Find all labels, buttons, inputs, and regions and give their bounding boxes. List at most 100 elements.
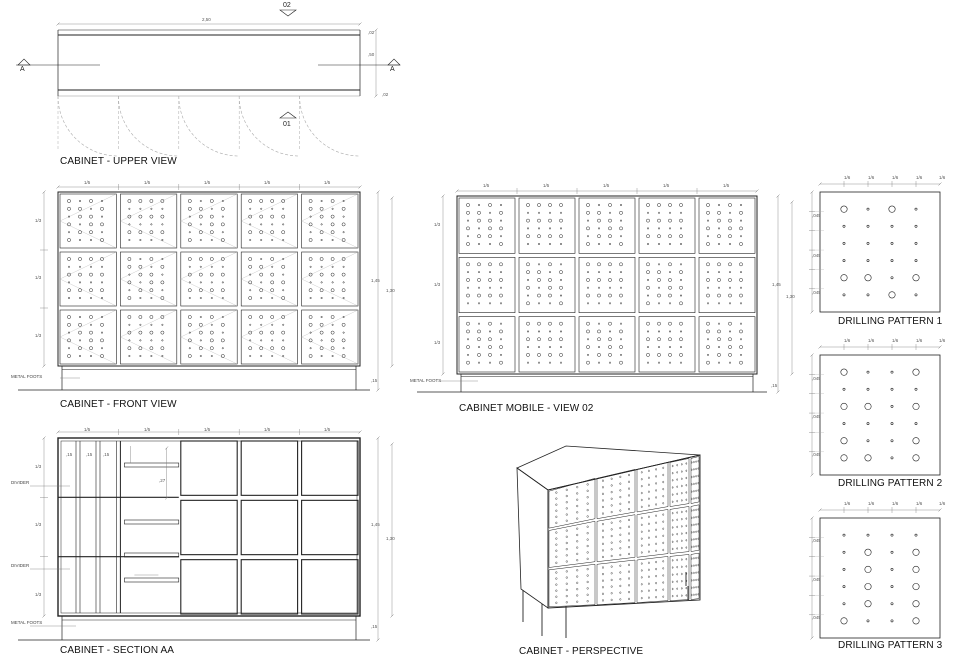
mobile-hole <box>586 226 590 231</box>
front-hole <box>79 223 81 226</box>
door-swing-arc <box>118 95 179 157</box>
mobile-hole <box>526 301 530 306</box>
front-hole <box>209 288 214 293</box>
front-hole <box>149 272 154 277</box>
mobile-hole <box>679 337 683 342</box>
dim-section-body-tick <box>390 614 394 618</box>
front-hole <box>209 257 214 261</box>
mobile-hole <box>620 322 622 325</box>
mobile-hole <box>597 293 601 298</box>
dim-p2-row-3: ,045 <box>812 452 821 457</box>
pattern3-hole <box>842 550 846 554</box>
front-hole <box>79 281 81 284</box>
persp-hole <box>565 541 568 545</box>
mobile-hole <box>499 345 503 349</box>
dim-front-body-tick <box>390 196 394 200</box>
persp-hole <box>619 475 622 479</box>
mobile-hole <box>598 204 600 206</box>
front-hole <box>331 323 334 326</box>
mobile-hole <box>657 278 661 282</box>
pattern1-hole <box>866 224 870 228</box>
mobile-hole <box>598 227 600 230</box>
mobile-hole <box>499 293 503 298</box>
persp-hole <box>610 565 613 568</box>
front-hole <box>209 230 214 235</box>
dim-upper-depth-line-tick <box>374 94 378 98</box>
persp-hole <box>576 486 579 489</box>
persp-hole <box>619 547 622 550</box>
persp-hole <box>628 597 630 601</box>
pattern3-dim-top-tick <box>818 508 822 512</box>
front-hole <box>209 222 214 227</box>
persp-door <box>669 506 690 554</box>
mobile-hole <box>669 346 671 349</box>
front-hole <box>271 355 274 357</box>
persp-hole <box>555 543 558 546</box>
front-hole <box>128 273 131 276</box>
persp-hole <box>619 598 622 601</box>
front-hole <box>260 339 263 342</box>
front-hole <box>220 222 225 227</box>
persp-hole <box>655 535 657 538</box>
mobile-hole <box>609 286 611 289</box>
pattern2-hole <box>840 437 848 445</box>
persp-hole <box>671 486 674 489</box>
front-hole <box>248 280 253 285</box>
mobile-hole <box>559 337 563 342</box>
section-arrow-right <box>387 58 401 66</box>
mobile-hole <box>620 286 622 289</box>
persp-hole <box>610 548 613 551</box>
persp-hole <box>628 577 630 580</box>
front-hole <box>160 199 165 203</box>
persp-hole <box>697 556 699 559</box>
pattern2-hole <box>842 387 846 391</box>
front-hole <box>210 297 213 299</box>
front-hole <box>341 288 346 293</box>
front-door-swing <box>301 336 359 365</box>
front-hole <box>221 316 224 318</box>
pattern3-hole <box>842 533 846 537</box>
persp-hole <box>576 527 579 530</box>
front-hole <box>270 230 275 235</box>
front-hole <box>248 214 253 219</box>
mobile-hole <box>467 271 469 274</box>
pattern3-hole <box>864 548 872 556</box>
front-hole <box>281 280 286 285</box>
persp-hole <box>619 571 622 574</box>
mobile-hole <box>586 360 590 365</box>
front-hole <box>248 296 253 300</box>
front-hole <box>199 200 202 202</box>
section-drawer <box>124 577 180 583</box>
persp-hole <box>662 581 665 584</box>
front-hole <box>221 215 224 218</box>
persp-hole <box>662 588 665 591</box>
pattern3-dim-top-tick <box>938 508 942 512</box>
pattern2-hole <box>890 387 894 391</box>
front-hole <box>78 330 82 335</box>
front-hole <box>271 297 274 299</box>
mobile-hole <box>608 203 612 207</box>
front-hole <box>149 257 154 261</box>
front-door-swing <box>120 278 177 307</box>
persp-hole <box>681 587 683 590</box>
persp-door <box>690 504 700 552</box>
front-hole <box>330 346 335 351</box>
front-hole <box>341 354 346 358</box>
mobile-hole <box>739 210 743 215</box>
mobile-body <box>456 195 758 375</box>
mobile-hole <box>680 278 682 281</box>
pattern2-hole <box>840 402 848 410</box>
persp-hole <box>695 497 697 500</box>
front-hole <box>128 239 131 241</box>
pattern1-dim-left-tick <box>810 310 814 314</box>
mobile-hole <box>718 271 720 274</box>
persp-hole <box>685 517 688 520</box>
mobile-hole <box>559 270 563 274</box>
mobile-hole <box>538 227 540 230</box>
persp-hole <box>693 586 695 589</box>
front-hole <box>342 331 345 334</box>
persp-hole <box>648 543 650 546</box>
front-door-swing <box>241 309 298 338</box>
title-perspective: CABINET - PERSPECTIVE <box>519 646 644 657</box>
pattern3-hole <box>866 533 870 537</box>
